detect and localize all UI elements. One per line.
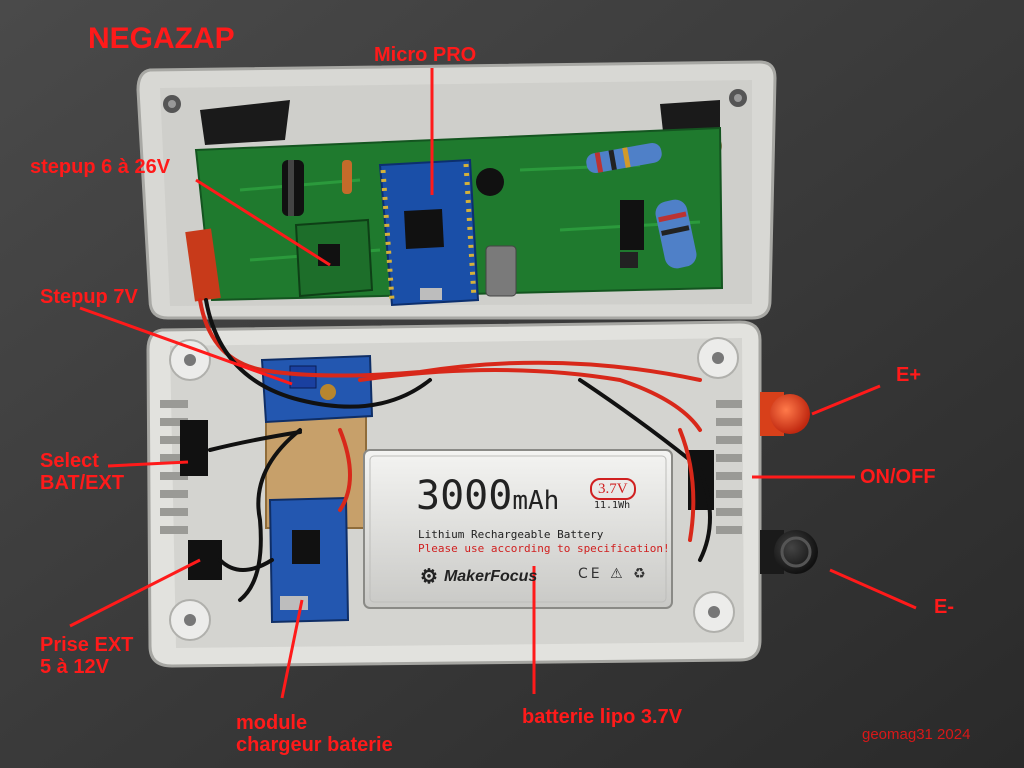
pcb-board <box>185 126 724 307</box>
label-e-minus: E- <box>934 596 954 618</box>
label-module-line2: chargeur baterie <box>236 734 393 756</box>
select-switch <box>180 420 208 476</box>
battery-safety-symbols: CE ⚠ ♻ <box>578 566 649 582</box>
terminal-e-minus <box>760 530 818 574</box>
label-micro-pro: Micro PRO <box>374 44 477 66</box>
label-e-plus: E+ <box>896 364 922 386</box>
terminal-e-plus <box>760 392 810 436</box>
ext-jack <box>188 540 222 580</box>
label-select: Select BAT/EXT <box>40 450 124 494</box>
battery-type: Lithium Rechargeable Battery <box>418 528 604 541</box>
label-prise-ext: Prise EXT 5 à 12V <box>40 634 133 678</box>
label-prise-line2: 5 à 12V <box>40 656 109 678</box>
battery-capacity: 3000mAh <box>416 476 559 516</box>
battery-capacity-unit: mAh <box>512 486 560 516</box>
label-prise-line1: Prise EXT <box>40 634 134 656</box>
label-stepup-6-26v: stepup 6 à 26V <box>30 156 171 178</box>
battery-energy: 11.1Wh <box>594 500 631 511</box>
page-title: NEGAZAP <box>88 22 235 55</box>
battery-capacity-number: 3000 <box>416 473 513 519</box>
label-module-line1: module <box>236 712 308 734</box>
label-batterie: batterie lipo 3.7V <box>522 706 683 728</box>
gear-icon: ⚙ <box>420 566 438 588</box>
label-select-line1: Select <box>40 450 99 472</box>
label-stepup-7v: Stepup 7V <box>40 286 138 308</box>
label-select-line2: BAT/EXT <box>40 472 125 494</box>
pointer-lines <box>69 68 917 699</box>
charger-module <box>268 496 350 624</box>
battery-brand: ⚙ MakerFocus <box>420 564 537 589</box>
battery-warning: Please use according to specification! <box>418 542 670 555</box>
label-module-chargeur: module chargeur baterie <box>236 712 393 756</box>
lipo-battery <box>363 449 673 609</box>
stepup-7v-module <box>260 354 374 424</box>
label-on-off: ON/OFF <box>860 466 936 488</box>
photo-credit: geomag31 2024 <box>862 726 971 743</box>
battery-voltage-badge: 3.7V <box>590 478 636 500</box>
wires <box>198 298 712 602</box>
battery-brand-name: MakerFocus <box>443 567 538 585</box>
